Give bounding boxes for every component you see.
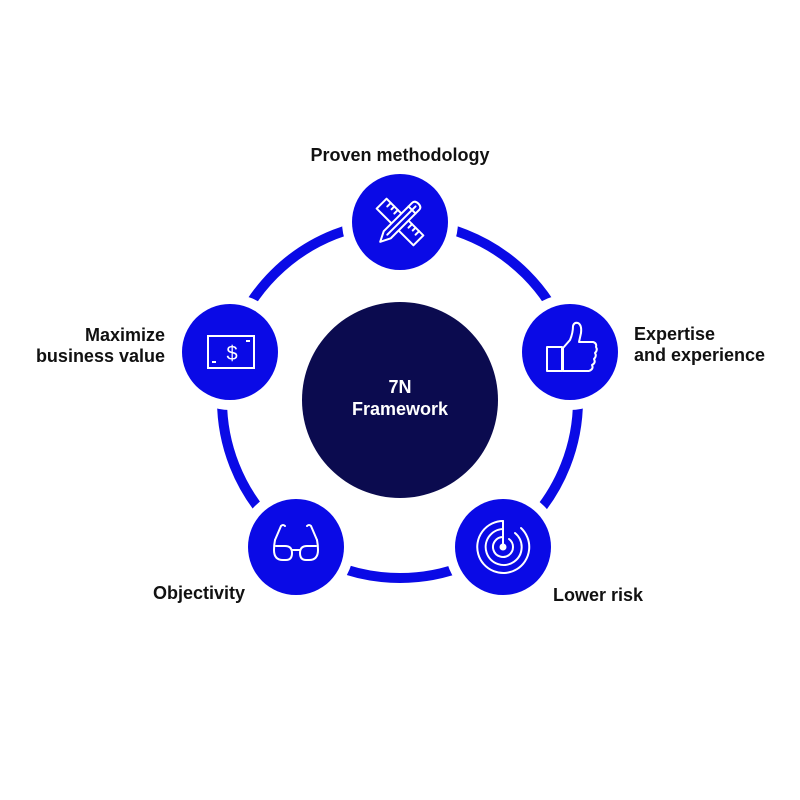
center-title-line2: Framework [351, 399, 449, 419]
node-lower-risk [455, 499, 551, 595]
radar-target-icon [476, 520, 531, 574]
label-maximize-business-value: Maximize business value [35, 325, 165, 366]
dollar-bill-icon [207, 335, 255, 369]
node-proven-methodology [352, 174, 448, 270]
thumbs-up-icon [546, 321, 598, 372]
node-expertise-experience [522, 304, 618, 400]
label-proven-methodology: Proven methodology [310, 145, 490, 165]
node-maximize-business-value: $ [182, 304, 278, 400]
label-objectivity: Objectivity [152, 583, 245, 603]
dollar-sign-icon: $ [226, 343, 237, 365]
pencil-ruler-icon [375, 197, 425, 247]
node-objectivity [248, 499, 344, 595]
label-expertise-experience: Expertise and experience [634, 324, 766, 365]
center-title-line1: 7N [388, 377, 412, 397]
glasses-icon [273, 524, 319, 561]
center-circle [302, 302, 498, 498]
center-title: 7N Framework [300, 376, 500, 420]
label-lower-risk: Lower risk [553, 585, 644, 605]
